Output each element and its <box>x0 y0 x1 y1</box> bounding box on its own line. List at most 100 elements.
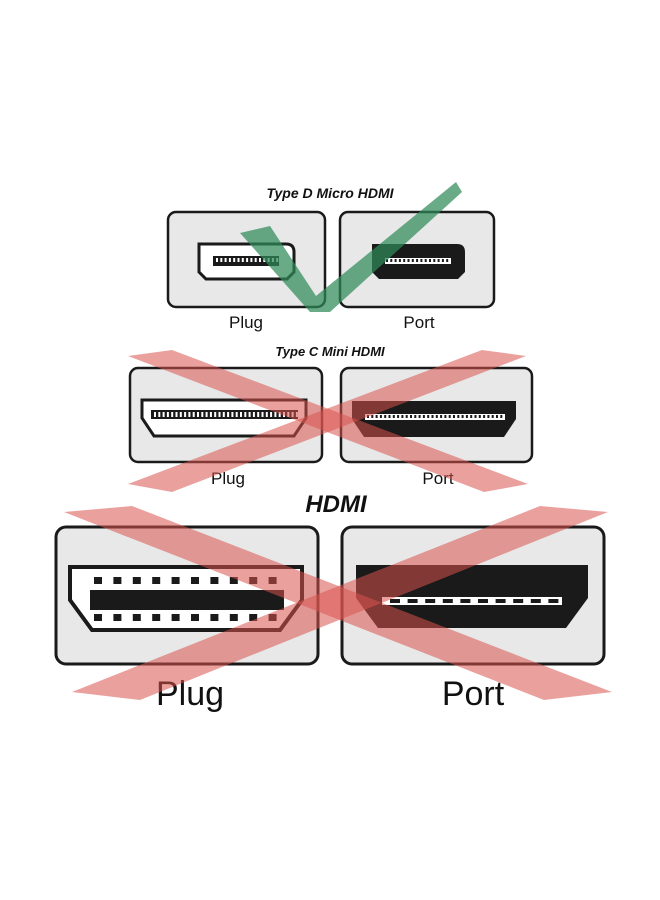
connector-pin <box>431 415 434 418</box>
connector-pin <box>478 599 488 603</box>
connector-pin <box>229 577 238 584</box>
connector-pin <box>397 415 400 418</box>
connector-pin <box>460 599 471 603</box>
connector-pin <box>259 592 268 598</box>
connector-pin <box>224 258 227 262</box>
section-micro-hdmi: Type D Micro HDMI Plug Port <box>166 182 496 332</box>
connector-pin <box>401 415 404 418</box>
connector-pin <box>249 577 258 584</box>
connector-pin <box>162 592 171 598</box>
connector-pin <box>403 259 406 262</box>
connector-pin <box>465 415 468 418</box>
connector-pin <box>268 614 277 621</box>
connector-pin <box>201 412 204 417</box>
connector-pin <box>407 259 410 262</box>
mini-hdmi-title: Type C Mini HDMI <box>275 344 385 359</box>
mini-hdmi-plug-connector <box>140 398 308 438</box>
connector-pin <box>371 415 374 418</box>
hdmi-plug-label: Plug <box>156 675 224 713</box>
connector-pin <box>487 415 490 418</box>
connector-pin <box>437 259 440 262</box>
connector-pin <box>388 415 391 418</box>
connector-pin <box>470 415 473 418</box>
connector-pin <box>261 412 264 417</box>
mini-hdmi-port-connector <box>352 401 516 437</box>
connector-pin <box>379 415 382 418</box>
connector-pin <box>411 259 414 262</box>
connector-pin <box>392 415 395 418</box>
connector-pin <box>123 592 132 598</box>
connector-pin <box>152 614 161 621</box>
connector-pin <box>249 614 258 621</box>
connector-pin <box>283 412 285 417</box>
connector-pin <box>171 577 180 584</box>
connector-pin <box>414 415 417 418</box>
connector-pin <box>192 412 195 417</box>
connector-pin <box>252 412 255 417</box>
connector-pin <box>171 412 174 417</box>
connector-pin <box>513 599 524 603</box>
connector-pin <box>210 614 219 621</box>
connector-pin <box>191 577 199 584</box>
connector-pin <box>441 259 444 262</box>
connector-pin <box>427 415 430 418</box>
section-hdmi: HDMI Plug Port <box>54 491 612 713</box>
connector-pin <box>214 412 217 417</box>
connector-pin <box>422 415 425 418</box>
hdmi-port-label: Port <box>442 675 505 713</box>
connector-pin <box>259 258 261 262</box>
connector-pin <box>496 415 498 418</box>
connector-pin <box>483 415 486 418</box>
connector-pin <box>268 577 277 584</box>
connector-pin <box>239 592 248 598</box>
connector-pin <box>398 259 401 262</box>
connector-pin <box>216 258 218 262</box>
connector-pin <box>241 258 244 262</box>
connector-pin <box>113 577 122 584</box>
connector-pin <box>461 415 464 418</box>
connector-pin <box>424 259 427 262</box>
connector-pin <box>491 415 494 418</box>
connector-pin <box>390 259 393 262</box>
connector-pin <box>220 258 223 262</box>
connector-pin <box>205 412 208 417</box>
connector-pin <box>276 258 279 262</box>
connector-pin <box>478 415 481 418</box>
connector-pin <box>227 412 230 417</box>
connector-pin <box>405 415 408 418</box>
connector-pin <box>278 412 281 417</box>
hdmi-title: HDMI <box>305 491 368 518</box>
connector-pin <box>209 412 212 417</box>
connector-pin <box>188 412 191 417</box>
connector-pin <box>287 412 290 417</box>
connector-pin <box>142 592 151 598</box>
connector-pin <box>500 415 503 418</box>
connector-pin <box>420 259 423 262</box>
connector-pin <box>210 577 219 584</box>
connector-pin <box>113 614 122 621</box>
connector-pin <box>184 412 187 417</box>
connector-pin <box>222 412 225 417</box>
connector-pin <box>295 412 298 417</box>
connector-pin <box>435 415 438 418</box>
connector-pin <box>231 412 234 417</box>
connector-pin <box>246 258 249 262</box>
micro-hdmi-port-label: Port <box>403 313 434 332</box>
connector-pin <box>270 412 273 417</box>
connector-pin <box>257 412 260 417</box>
connector-pin <box>229 614 238 621</box>
connector-pin <box>425 599 436 603</box>
connector-pin <box>367 415 369 418</box>
connector-pin <box>191 614 199 621</box>
connector-pin <box>166 412 169 417</box>
connector-pin <box>271 258 274 262</box>
connector-pin <box>218 412 221 417</box>
connector-pin <box>94 577 102 584</box>
connector-pin <box>474 415 477 418</box>
connector-pin <box>171 614 180 621</box>
connector-pin <box>548 599 559 603</box>
micro-hdmi-port-connector <box>372 244 465 279</box>
connector-pin <box>263 258 266 262</box>
connector-pin <box>132 614 141 621</box>
